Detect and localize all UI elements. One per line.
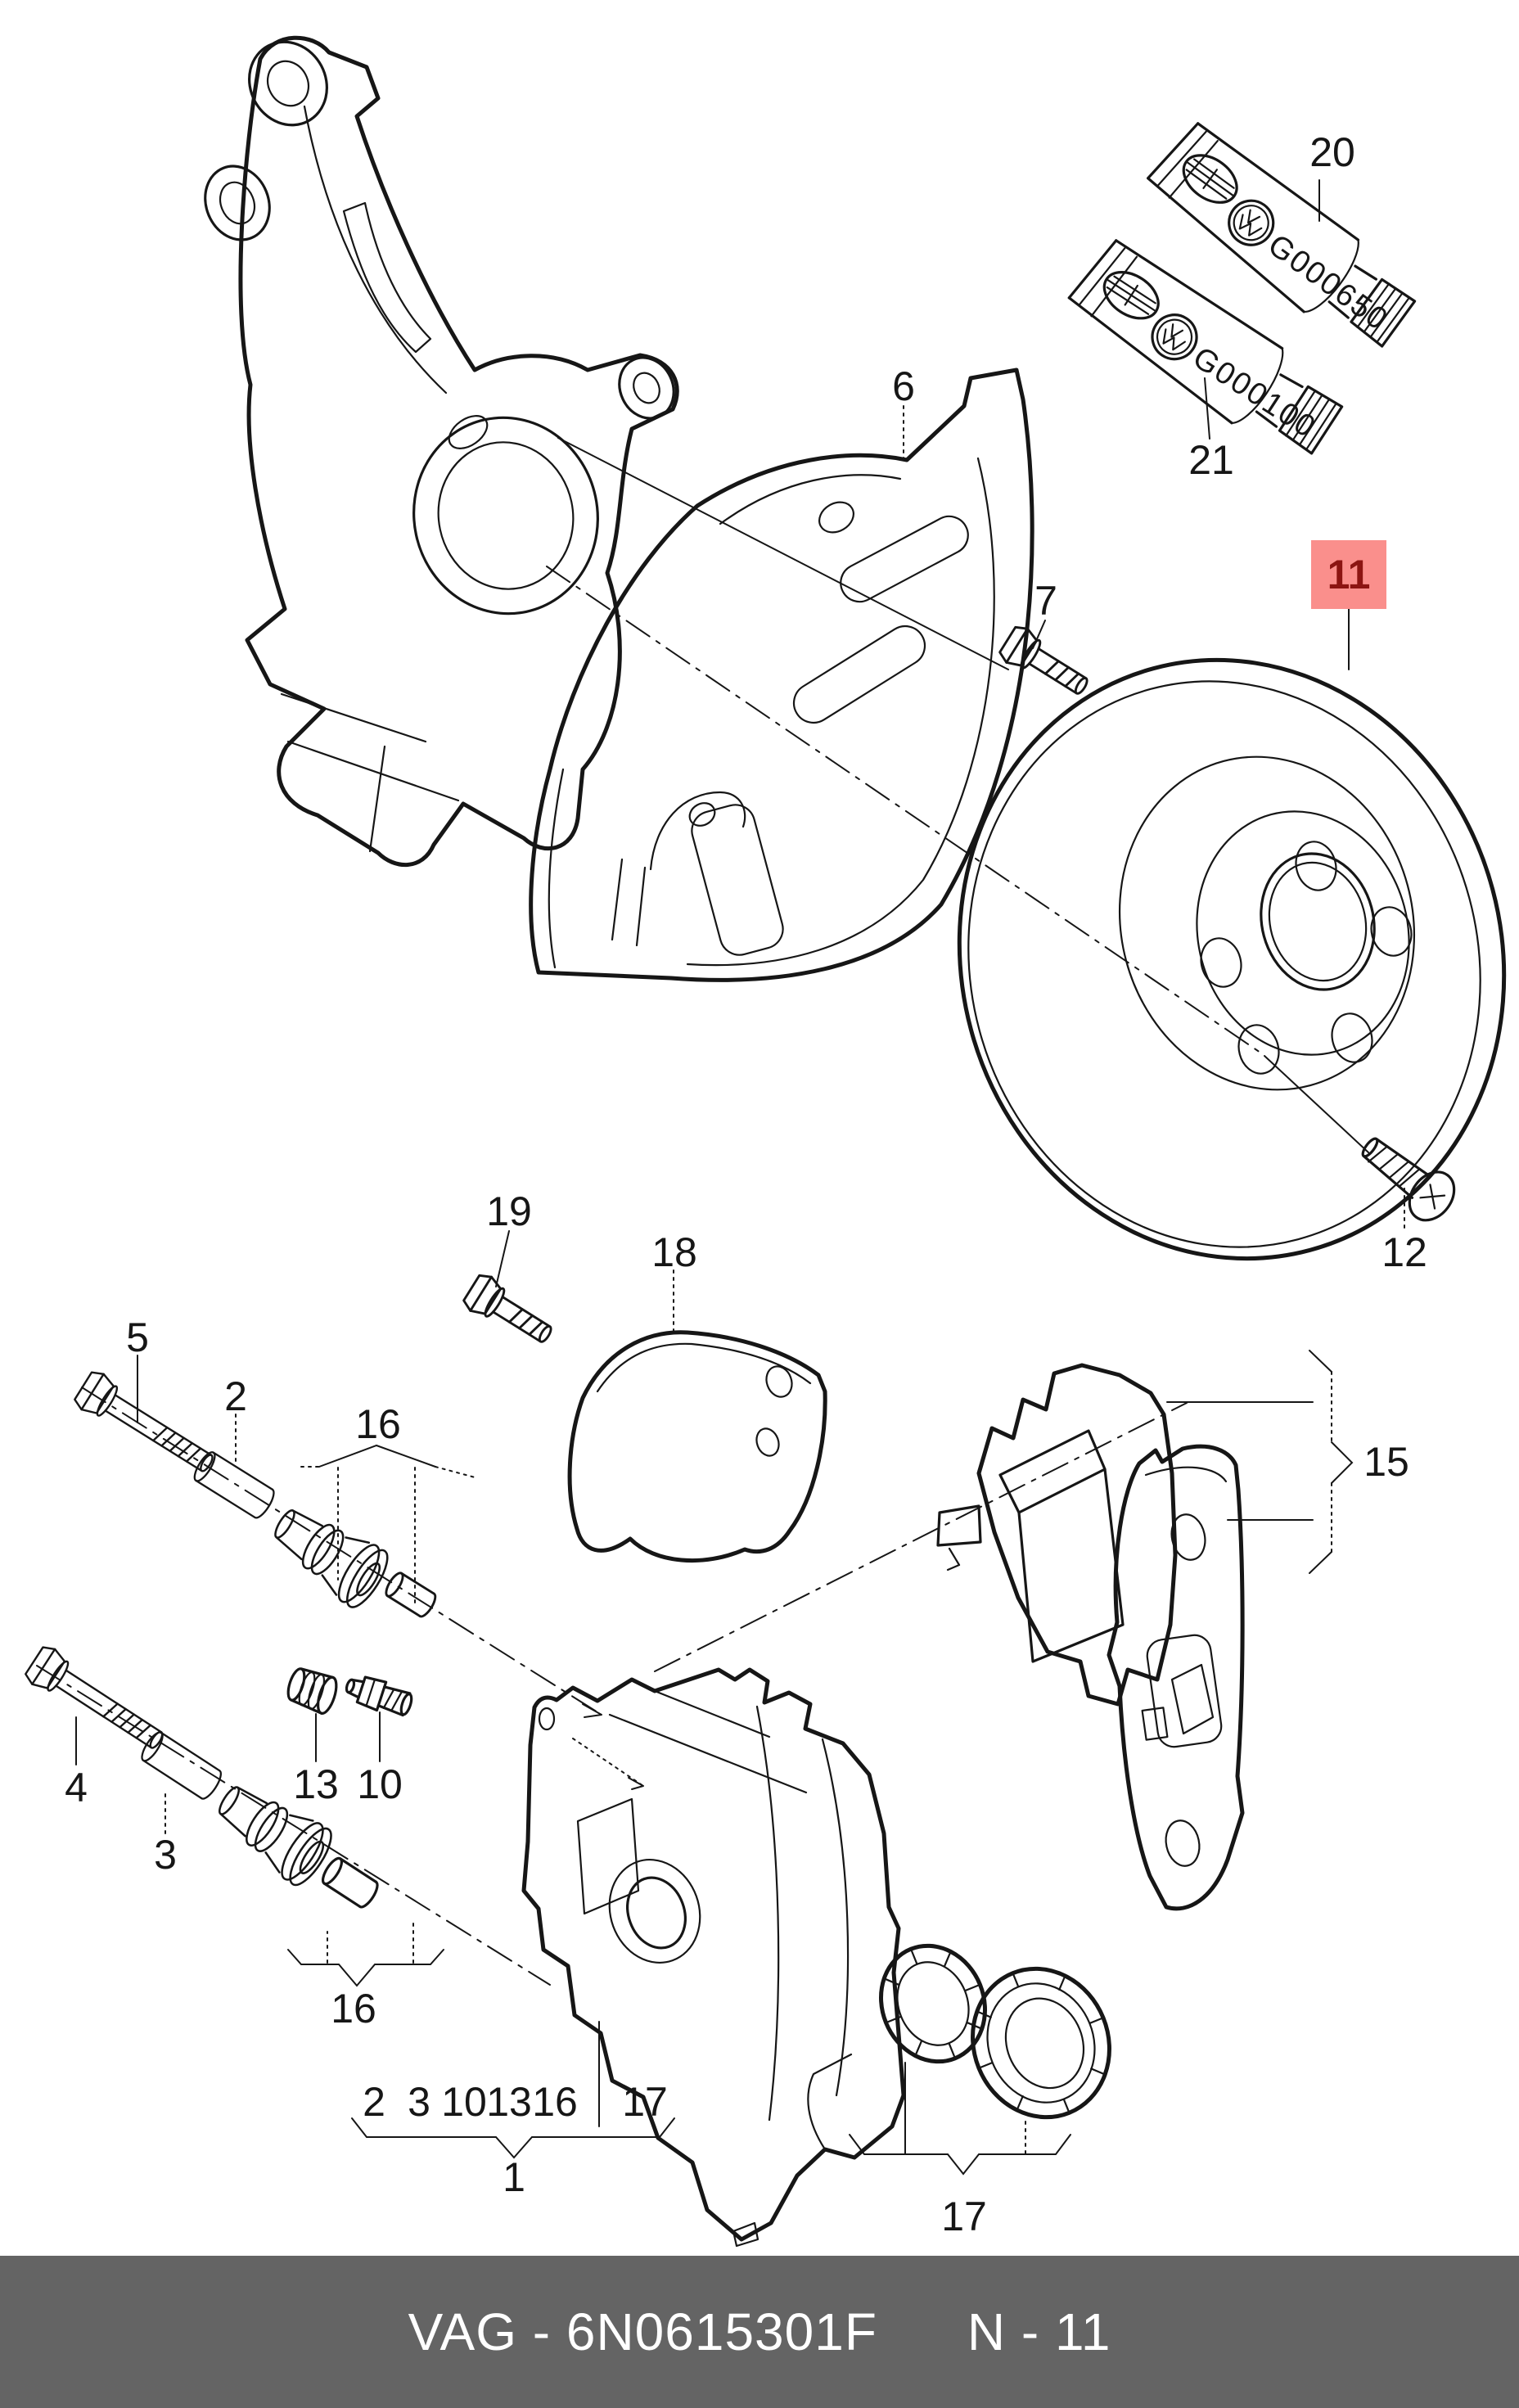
callout-16-lower[interactable]: 16	[331, 1986, 376, 2031]
seal-rings-17	[849, 1943, 1111, 2176]
callout-15[interactable]: 15	[1363, 1439, 1409, 1485]
shield-bolt-7	[995, 621, 1097, 706]
callout-12[interactable]: 12	[1382, 1229, 1427, 1275]
disc-screw-12	[1361, 1137, 1456, 1222]
callout-row-3[interactable]: 3	[408, 2079, 430, 2125]
callout-6[interactable]: 6	[892, 363, 915, 409]
callout-leaders	[75, 179, 1405, 1836]
heat-shield-18	[567, 1330, 827, 1563]
callout-21[interactable]: 21	[1188, 437, 1234, 483]
callout-2[interactable]: 2	[224, 1373, 247, 1419]
assembly-axes	[36, 437, 1369, 2159]
guide-group-upper	[70, 1367, 479, 1621]
callout-7[interactable]: 7	[1034, 578, 1057, 624]
splash-shield	[529, 368, 1034, 982]
callout-5[interactable]: 5	[126, 1314, 149, 1360]
callout-13[interactable]: 13	[293, 1761, 339, 1807]
callout-4[interactable]: 4	[65, 1765, 88, 1811]
callout-18[interactable]: 18	[651, 1229, 697, 1275]
wing-emblem-icon	[1102, 271, 1160, 320]
vw-logo-icon	[1228, 199, 1275, 246]
callout-1[interactable]: 1	[503, 2154, 525, 2200]
footer-bar: VAG - 6N0615301F N - 11	[0, 2256, 1519, 2408]
footer-catalog-code: VAG - 6N0615301F	[408, 2302, 877, 2361]
callout-row-2[interactable]: 2	[363, 2079, 385, 2125]
brake-pads-15	[936, 1350, 1354, 1911]
steering-knuckle	[204, 35, 679, 867]
callout-row-13[interactable]: 13	[486, 2079, 532, 2125]
callout-row-17[interactable]: 17	[622, 2079, 668, 2125]
caliper-housing	[521, 1667, 906, 2248]
guide-group-lower	[21, 1642, 444, 1987]
callout-row-16[interactable]: 16	[532, 2079, 578, 2125]
callout-row-10[interactable]: 10	[441, 2079, 487, 2125]
callout-11-highlighted[interactable]: 11	[1311, 540, 1386, 609]
callout-16-upper[interactable]: 16	[355, 1401, 401, 1447]
cap-13	[286, 1667, 338, 1715]
callout-17-seals[interactable]: 17	[941, 2194, 987, 2239]
callout-20[interactable]: 20	[1309, 129, 1355, 175]
brake-disc	[957, 657, 1507, 1261]
wing-emblem-icon	[1182, 154, 1238, 204]
callout-19[interactable]: 19	[486, 1188, 532, 1234]
callout-10[interactable]: 10	[357, 1761, 403, 1807]
callout-3[interactable]: 3	[154, 1832, 177, 1878]
tube-21-code: G000100	[1187, 340, 1323, 445]
footer-page-ref: N - 11	[967, 2302, 1111, 2361]
vw-logo-icon	[1151, 313, 1198, 361]
bleeder-bolt-10	[345, 1675, 413, 1717]
tube-20-code: G000650	[1262, 228, 1395, 337]
grease-tube-20: G000650	[1147, 122, 1417, 348]
carrier-bolt-19	[459, 1269, 561, 1355]
